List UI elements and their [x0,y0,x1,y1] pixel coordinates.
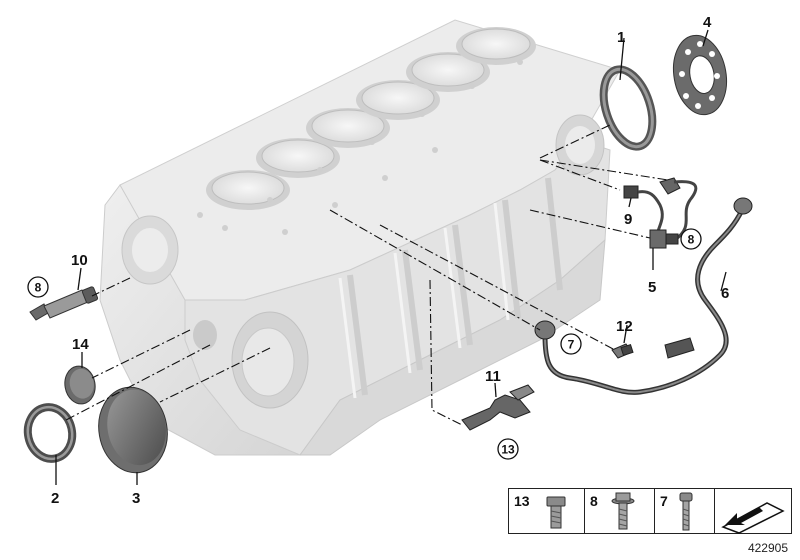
part-5-camshaft-sensor[interactable] [649,229,679,249]
fastener-legend: 13 8 7 [508,488,792,534]
circled-callouts: 8 8 7 13 [27,228,702,460]
bore-1 [206,170,290,210]
callout-8-left: 8 [27,276,49,298]
part-11-holder[interactable] [461,384,535,431]
direction-arrow-icon [721,502,785,534]
callout-13: 13 [497,438,519,460]
legend-item-direction [715,489,791,534]
part-10-crankshaft-sensor[interactable] [29,286,99,321]
cylinder-bores [206,27,536,210]
svg-text:13: 13 [501,443,515,457]
callout-11: 11 [485,368,501,385]
callout-5: 5 [648,279,656,296]
bore-4 [356,80,440,120]
part-4-increment-wheel[interactable] [667,31,732,119]
callout-9: 9 [624,211,632,228]
callout-7: 7 [560,333,582,355]
block-skirt [299,238,606,456]
deck-holes [197,59,523,235]
flange-bolt-icon [611,492,635,530]
callout-8-right: 8 [680,228,702,250]
callout-3: 3 [132,490,140,507]
block-ribs [347,177,563,396]
legend-item-7[interactable]: 7 [655,489,715,533]
part-14-sealing-cap[interactable] [62,364,98,407]
svg-text:8: 8 [35,281,42,295]
callout-10: 10 [71,252,88,269]
callout-1: 1 [617,29,625,46]
part-3-sealing-cover[interactable] [92,382,174,479]
bore-3 [306,108,390,148]
legend-item-13[interactable]: 13 [509,489,585,533]
part-1-shaft-seal[interactable] [595,63,662,153]
bore-6 [456,27,536,65]
legend-label: 13 [514,493,530,509]
callout-14: 14 [72,336,89,353]
rear-bores [121,215,309,409]
engine-block [99,19,621,456]
svg-text:8: 8 [688,233,695,247]
callouts: 1 4 10 14 2 3 9 5 6 12 11 [51,14,729,507]
torx-bolt-icon [679,492,693,531]
callout-4: 4 [703,14,712,31]
legend-item-8[interactable]: 8 [585,489,655,533]
bore-2 [256,138,340,178]
figure-id: 422905 [747,541,788,555]
legend-label: 7 [660,493,668,509]
part-12-oil-pressure-switch[interactable] [611,343,634,359]
callout-2: 2 [51,490,59,507]
hex-bolt-icon [546,496,566,529]
part-2-shaft-seal[interactable] [23,403,77,463]
bore-5 [406,52,490,92]
legend-label: 8 [590,493,598,509]
svg-text:7: 7 [568,338,575,352]
callout-6: 6 [721,285,729,302]
callout-12: 12 [616,318,633,335]
part-6-knock-sensor-harness[interactable] [534,197,753,395]
leader-lines [55,29,727,485]
assembly-lines [65,124,669,426]
